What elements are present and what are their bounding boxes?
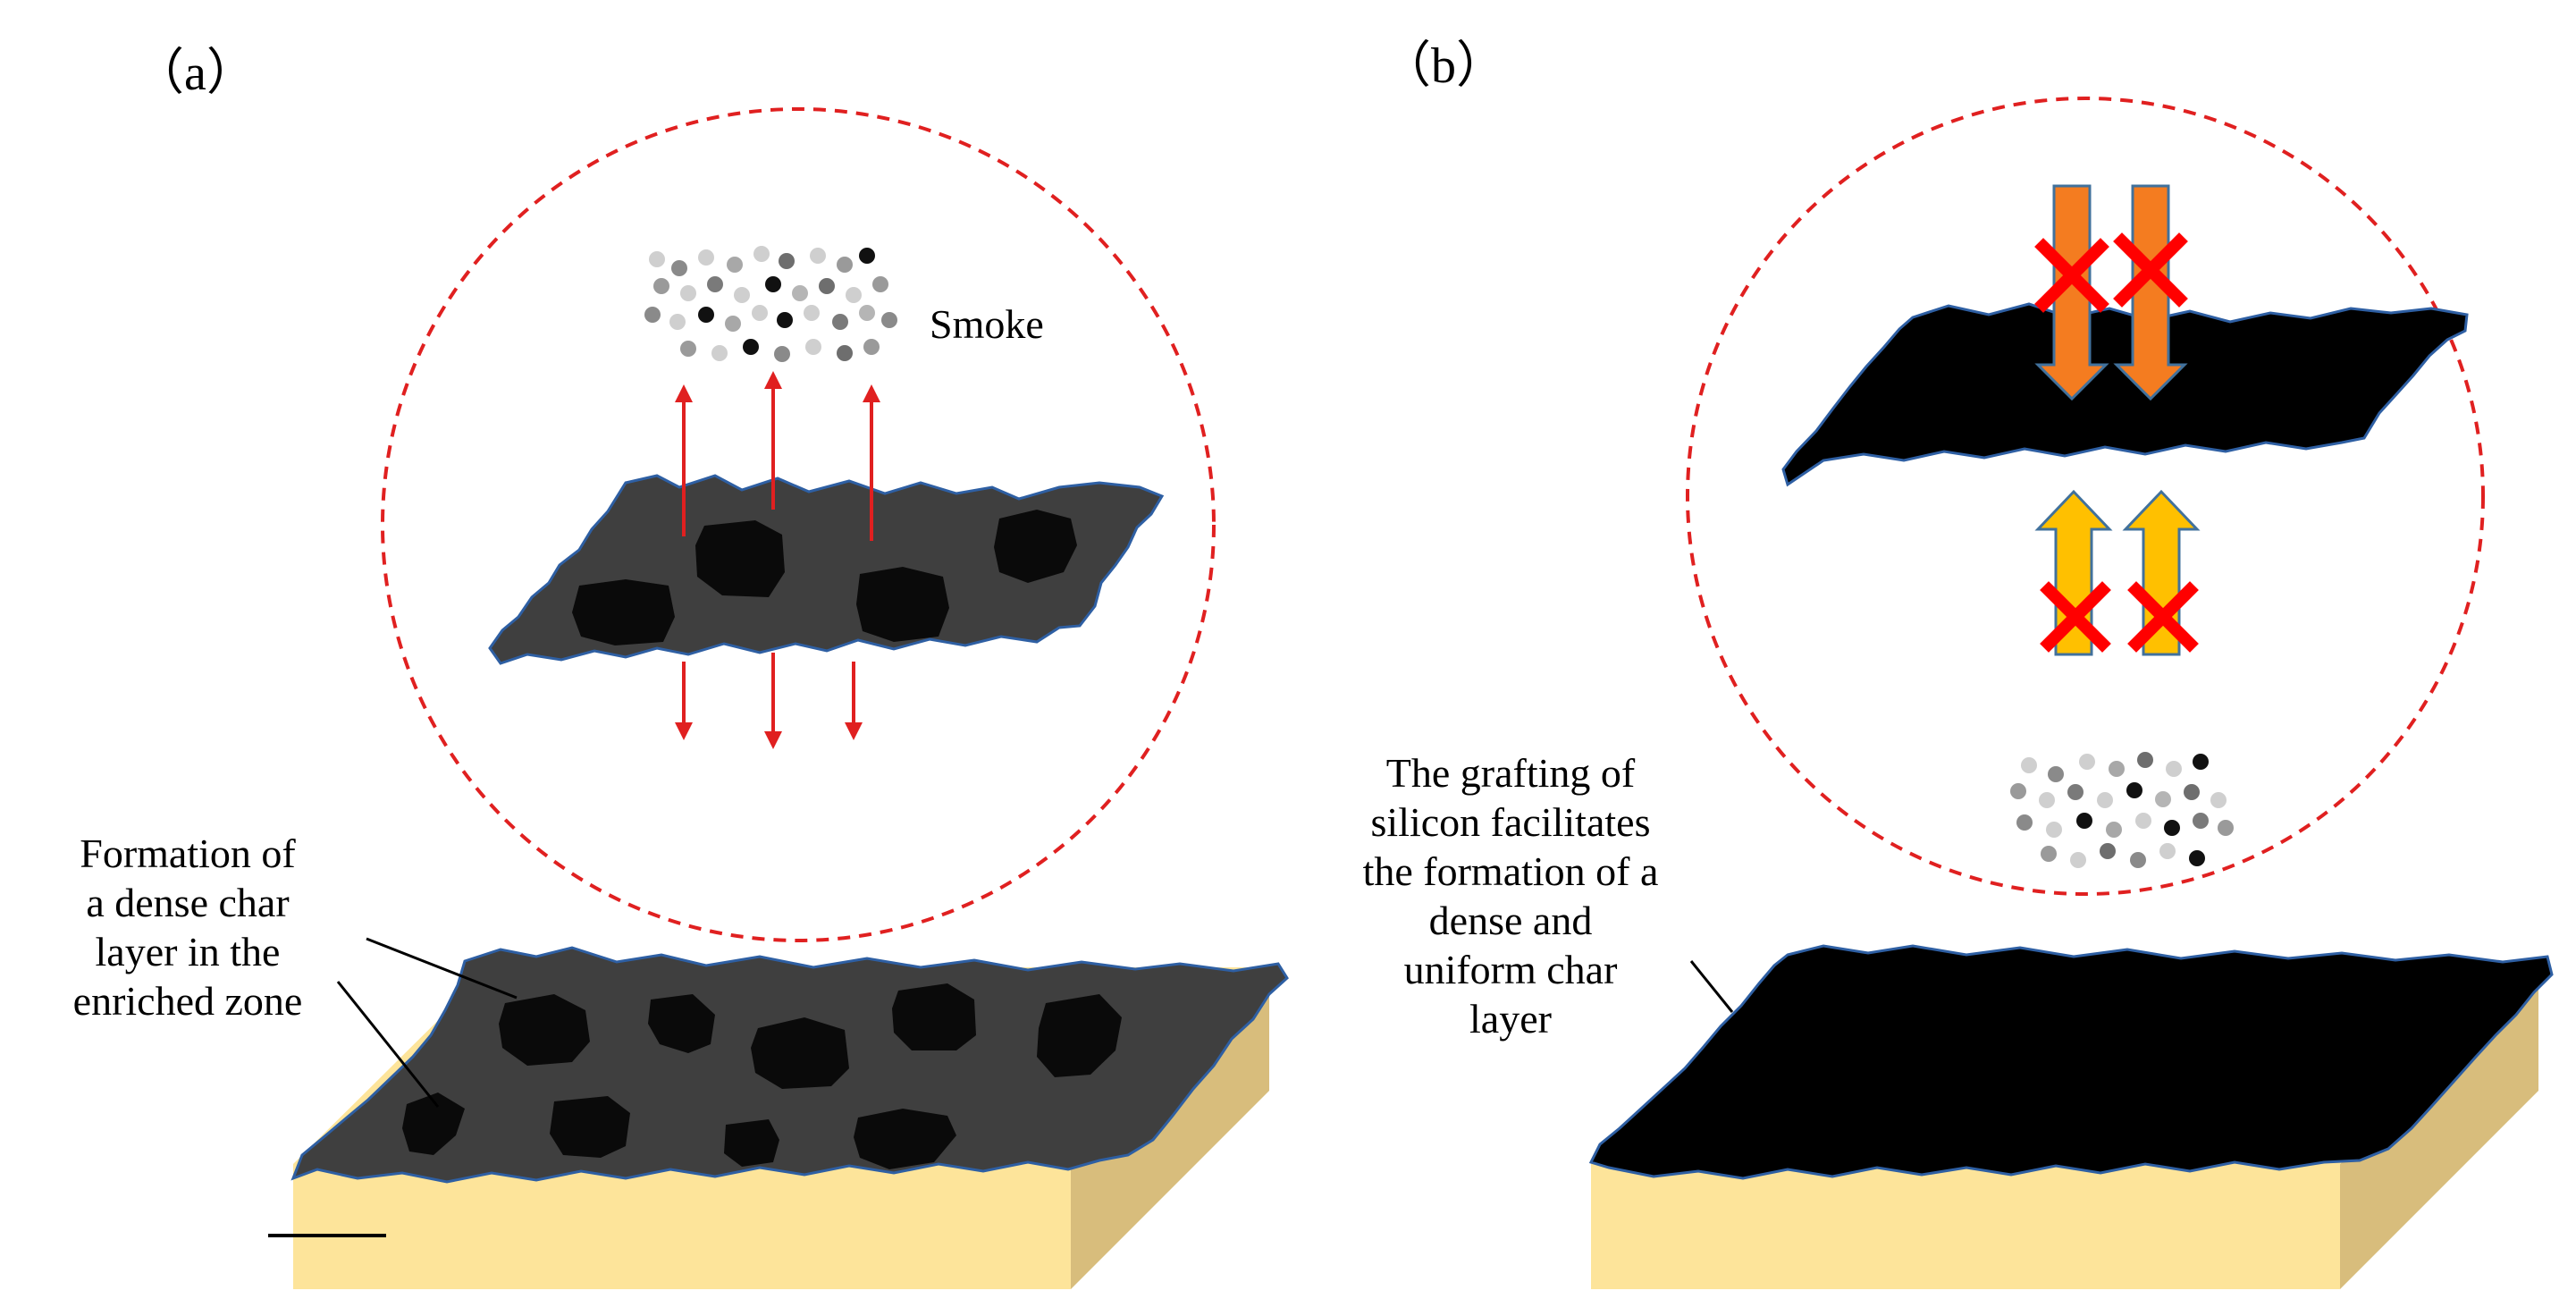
caption-a-line: layer in the [96, 929, 281, 974]
caption-a: Formation of a dense char layer in the e… [73, 831, 303, 1024]
zoom-circle-a [381, 107, 1216, 942]
blocked-x-icon [2113, 232, 2188, 308]
caption-b-line: uniform char [1404, 947, 1618, 992]
smoke-label: Smoke [930, 301, 1044, 347]
smoke-particles [644, 246, 897, 362]
caption-leader-lines-a [336, 937, 518, 1108]
panel-a: （a） [73, 46, 1289, 1289]
dense-char-layer-substrate [1588, 944, 2554, 1180]
blocked-x-icon [2034, 238, 2109, 313]
dense-char-layer-zoom [1781, 302, 2469, 487]
caption-b-line: the formation of a [1363, 848, 1659, 894]
caption-a-line: Formation of [80, 831, 296, 876]
caption-b-line: dense and [1429, 898, 1593, 943]
caption-b-line: silicon facilitates [1371, 799, 1651, 845]
panel-b-label: （b） [1381, 38, 1506, 94]
blocked-x-icon [2127, 581, 2199, 653]
blocked-oxygen-arrows-down [2034, 184, 2188, 401]
caption-b-line: The grafting of [1386, 750, 1636, 796]
blocked-x-icon [2040, 581, 2111, 653]
porous-char-layer-substrate [290, 946, 1289, 1184]
caption-a-line: a dense char [86, 880, 289, 925]
panel-b: （b） [1363, 38, 2554, 1289]
caption-b: The grafting of silicon facilitates the … [1363, 750, 1659, 1042]
trapped-smoke-particles [2010, 752, 2234, 868]
caption-b-line: layer [1469, 996, 1552, 1042]
zoom-circle-b [1686, 97, 2485, 896]
caption-leader-line-b [1689, 960, 1734, 1013]
caption-a-line: enriched zone [73, 978, 303, 1024]
porous-char-layer-zoom [488, 474, 1165, 665]
smoke-escape-arrows [675, 371, 880, 749]
panel-a-label: （a） [134, 46, 257, 101]
blocked-x-marks [2034, 232, 2199, 653]
